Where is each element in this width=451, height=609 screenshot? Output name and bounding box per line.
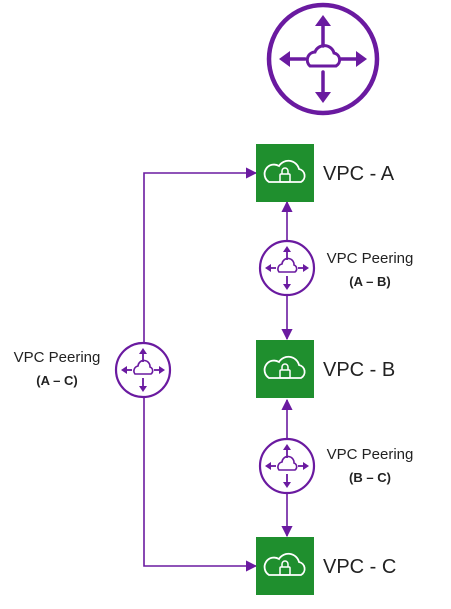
peering-a-b: VPC Peering (A – B): [258, 239, 414, 297]
peering-b-c-pair: (B – C): [349, 470, 391, 485]
peering-a-c-title: VPC Peering: [14, 349, 101, 366]
peering-b-c: VPC Peering (B – C): [258, 437, 414, 495]
vpc-c-label: VPC - C: [323, 556, 396, 578]
vpc-b: VPC - B: [256, 340, 395, 398]
peering-connection-icon: [258, 239, 316, 297]
vpc-a: VPC - A: [256, 144, 395, 202]
peering-b-c-title: VPC Peering: [327, 446, 414, 463]
router-icon: [266, 2, 380, 116]
peering-a-b-pair: (A – B): [349, 274, 390, 289]
vpc-a-label: VPC - A: [323, 163, 395, 185]
vpc-cloud-lock-icon: [256, 537, 314, 595]
vpc-cloud-lock-icon: [256, 144, 314, 202]
peering-a-c-pair: (A – C): [36, 373, 77, 388]
vpc-c: VPC - C: [256, 537, 396, 595]
vpc-cloud-lock-icon: [256, 340, 314, 398]
peering-connection-icon: [114, 341, 172, 399]
peering-a-c: VPC Peering (A – C): [14, 341, 172, 399]
vpc-b-label: VPC - B: [323, 359, 395, 381]
peering-a-b-title: VPC Peering: [327, 250, 414, 267]
peering-connection-icon: [258, 437, 316, 495]
